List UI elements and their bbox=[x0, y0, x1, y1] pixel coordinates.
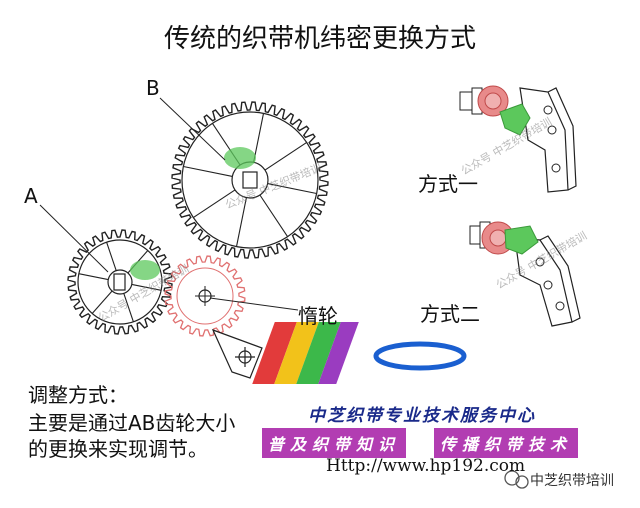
leader-b bbox=[159, 97, 226, 161]
gear-b bbox=[171, 101, 329, 259]
brand-name: 中芝织带培训 bbox=[530, 473, 614, 489]
center-logo bbox=[252, 322, 467, 384]
gear-spoke bbox=[131, 283, 162, 291]
brand-icon bbox=[504, 470, 529, 489]
tag-right: 传播织带技术 bbox=[434, 428, 579, 458]
gear-spoke bbox=[91, 290, 113, 314]
gear-b-label: B bbox=[146, 76, 160, 100]
gear-spoke bbox=[259, 194, 289, 238]
method-two-part bbox=[469, 221, 581, 327]
center-name: 中芝织带专业技术服务中心 bbox=[308, 406, 536, 426]
gear-spoke bbox=[235, 197, 247, 247]
method-two-label: 方式二 bbox=[420, 302, 480, 326]
idler-label: 惰轮 bbox=[298, 304, 338, 328]
tag-left: 普及织带知识 bbox=[262, 428, 407, 458]
center-url[interactable]: Http://www.hp192.com bbox=[326, 456, 526, 476]
gear-spoke bbox=[264, 141, 308, 171]
gear-a bbox=[67, 229, 173, 335]
adjust-heading: 调整方式： bbox=[28, 383, 128, 407]
leader-idler bbox=[209, 297, 299, 311]
adjust-line-1: 主要是通过AB齿轮大小 bbox=[28, 411, 236, 435]
gear-b-highlight bbox=[224, 147, 256, 169]
page-title: 传统的织带机纬密更换方式 bbox=[163, 24, 476, 54]
leader-a bbox=[39, 204, 109, 273]
gear-a-label: A bbox=[24, 184, 38, 208]
method-one-label: 方式一 bbox=[418, 172, 478, 196]
gear-spoke bbox=[106, 242, 117, 271]
gear-spoke bbox=[123, 293, 134, 322]
gear-spoke bbox=[267, 183, 317, 195]
gear-spoke bbox=[253, 113, 265, 163]
gear-spoke bbox=[192, 189, 236, 219]
idler-gear bbox=[164, 255, 246, 337]
method-one-part bbox=[459, 85, 577, 193]
gear-spoke bbox=[183, 165, 233, 177]
adjust-line-2: 的更换来实现调节。 bbox=[28, 437, 208, 461]
gear-spoke bbox=[78, 273, 109, 281]
gear-a-highlight bbox=[130, 260, 160, 280]
idler-arm bbox=[211, 328, 263, 379]
